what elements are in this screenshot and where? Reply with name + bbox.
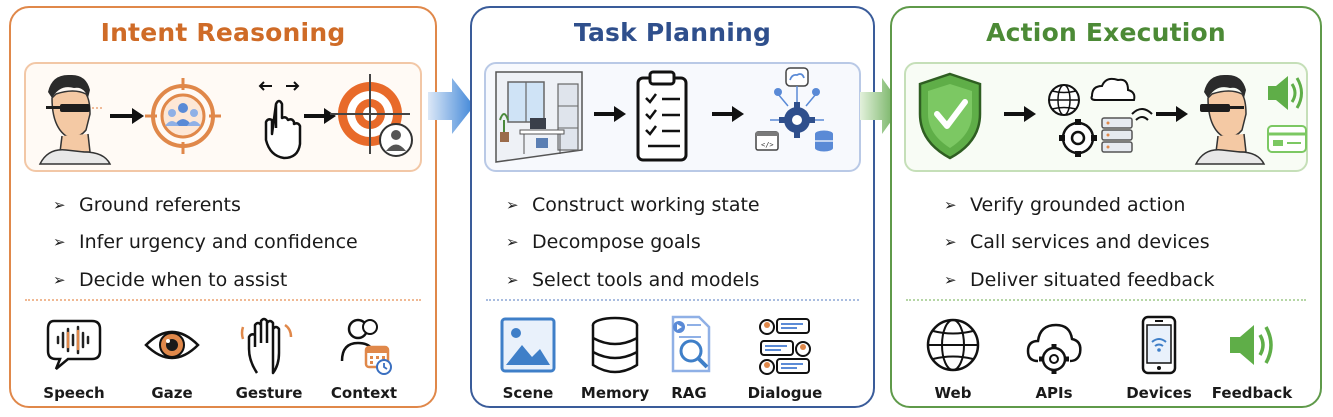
modality-feedback: Feedback (1207, 311, 1297, 407)
person-calendar-icon (340, 318, 392, 375)
bullet-item: ➢Decompose goals (506, 231, 701, 254)
modality-devices: Devices (1114, 311, 1204, 407)
cloud-gear-icon (1026, 323, 1082, 374)
modality-label: Gaze (151, 384, 193, 402)
modality-apis: APIs (1009, 311, 1099, 407)
services-cluster-icon (1048, 77, 1153, 157)
target-user-icon (330, 74, 413, 157)
speaker-feedback-icon (1268, 76, 1303, 110)
planning-bullet-list: ➢Construct working state ➢Decompose goal… (506, 186, 873, 299)
speaker-icon (1230, 325, 1273, 365)
database-icon (591, 316, 639, 374)
bullet-item: ➢Select tools and models (506, 268, 760, 291)
execution-modalities: Web APIs (892, 311, 1320, 407)
landscape-image-icon (500, 317, 556, 373)
user-smart-glasses-icon (1194, 74, 1266, 165)
action-execution-panel: Action Execution (890, 6, 1322, 408)
smartphone-icon (1141, 315, 1177, 375)
modality-label: Memory (580, 384, 650, 402)
svg-text:</>: </> (761, 141, 774, 149)
task-planning-panel: Task Planning (470, 6, 875, 408)
arrow-right-icon (1156, 106, 1188, 122)
pointing-hand-icon (258, 81, 302, 160)
modality-label: Web (934, 384, 972, 402)
tools-network-icon: </> (755, 67, 833, 152)
modality-web: Web (908, 311, 998, 407)
payment-card-icon (1267, 125, 1307, 153)
flow-arrow-icon (428, 78, 474, 134)
modality-label: Gesture (235, 384, 303, 402)
intent-bullet-list: ➢Ground referents ➢Infer urgency and con… (53, 186, 435, 299)
dotted-divider (486, 299, 859, 301)
dotted-divider (25, 299, 421, 301)
bullet-item: ➢Infer urgency and confidence (53, 231, 358, 254)
modality-context: Context (319, 311, 409, 407)
modality-label: RAG (671, 384, 707, 402)
planning-illustration: </> (484, 62, 861, 172)
chat-people-icon (759, 318, 811, 375)
execution-illustration (904, 62, 1308, 172)
dotted-divider (906, 299, 1306, 301)
bullet-item: ➢Call services and devices (944, 231, 1210, 254)
modality-gesture: Gesture (224, 311, 314, 407)
bullet-item: ➢Ground referents (53, 193, 241, 216)
arrow-right-icon (594, 106, 626, 122)
raised-hand-icon (240, 317, 293, 375)
modality-label: Feedback (1211, 384, 1293, 402)
modality-scene: Scene (483, 311, 573, 407)
modality-gaze: Gaze (127, 311, 217, 407)
arrow-right-icon (110, 108, 144, 124)
execution-bullet-list: ➢Verify grounded action ➢Call services a… (944, 186, 1320, 299)
bullet-item: ➢Decide when to assist (53, 268, 288, 291)
arrow-right-icon (1004, 106, 1036, 122)
arrow-right-icon (712, 106, 744, 122)
clipboard-checklist-icon (636, 70, 688, 162)
modality-label: Dialogue (747, 384, 823, 402)
modality-label: APIs (1035, 384, 1073, 402)
target-people-icon (145, 78, 221, 154)
modality-memory: Memory (570, 311, 660, 407)
globe-icon (926, 318, 980, 372)
bullet-item: ➢Construct working state (506, 193, 760, 216)
modality-label: Devices (1126, 384, 1192, 402)
intent-modalities: Speech Gaze Gesture (11, 311, 435, 407)
user-smart-glasses-icon (38, 74, 112, 165)
arrow-right-icon (304, 108, 336, 124)
speech-bubble-icon (46, 319, 102, 370)
shield-check-icon (918, 72, 982, 160)
panel-title: Task Planning (573, 18, 772, 47)
bullet-item: ➢Deliver situated feedback (944, 268, 1215, 291)
modality-label: Context (330, 384, 398, 402)
intent-illustration (24, 62, 422, 172)
modality-rag: RAG (644, 311, 734, 407)
modality-dialogue: Dialogue (740, 311, 830, 407)
intent-reasoning-panel: Intent Reasoning (9, 6, 437, 408)
planning-modalities: Scene Memory (472, 311, 873, 407)
document-search-icon (671, 315, 711, 373)
modality-label: Speech (43, 384, 105, 402)
panel-title: Intent Reasoning (100, 18, 346, 47)
modality-speech: Speech (29, 311, 119, 407)
modality-label: Scene (502, 384, 554, 402)
bullet-item: ➢Verify grounded action (944, 193, 1186, 216)
panel-title: Action Execution (986, 18, 1226, 47)
eye-icon (144, 330, 200, 360)
office-room-icon (495, 71, 583, 163)
